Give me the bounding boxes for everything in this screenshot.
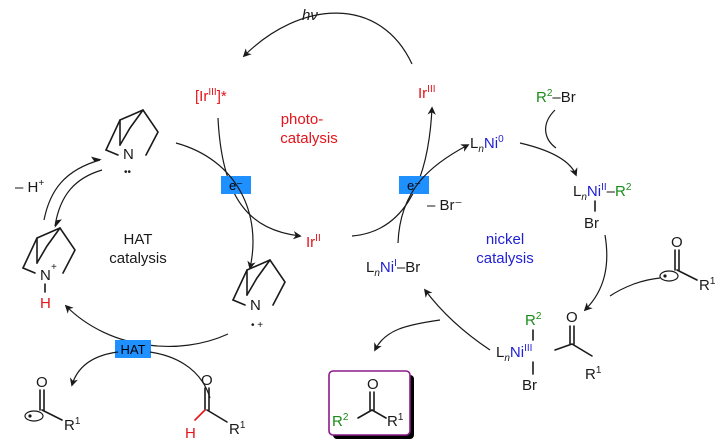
hat-label-2: catalysis xyxy=(109,250,167,267)
svg-text:••: •• xyxy=(124,167,132,178)
svg-text:O: O xyxy=(36,374,48,391)
svg-text:H: H xyxy=(40,295,51,312)
svg-text:N: N xyxy=(40,267,51,284)
ni3-br: Br xyxy=(522,377,537,394)
svg-text:N: N xyxy=(123,146,134,163)
alkyl-bromide: R2–Br xyxy=(536,88,576,106)
ni0-complex: LnNi0 xyxy=(470,134,504,155)
nickel-label-1: nickel xyxy=(486,231,524,248)
ketone-product: O R2 R1 xyxy=(332,376,404,430)
svg-text:O: O xyxy=(566,309,578,326)
acyl-radical-left: O R1 xyxy=(24,374,81,434)
svg-text:+: + xyxy=(51,262,57,273)
svg-text:O: O xyxy=(671,234,683,251)
svg-text:R1: R1 xyxy=(387,412,404,430)
svg-text:O: O xyxy=(201,372,213,389)
svg-text:N: N xyxy=(250,297,261,314)
ni1-complex: LnNiI–Br xyxy=(366,258,420,279)
svg-text:R1: R1 xyxy=(699,276,716,294)
electron-badge-right xyxy=(399,176,429,194)
electron-transfer-arrows: – Br⁻ xyxy=(175,142,470,270)
quinuclidine: N •• xyxy=(105,109,159,178)
photocatalysis-label-1: photo- xyxy=(281,111,324,128)
ir3: IrIII xyxy=(418,84,436,102)
svg-text:• +: • + xyxy=(251,320,263,331)
svg-text:H: H xyxy=(185,425,196,442)
quinuclidinium: N + H xyxy=(22,227,76,312)
quinuclidine-radical-cation: N • + xyxy=(232,259,286,331)
ni3-complex: LnNiIII xyxy=(496,343,532,364)
photocatalysis-cycle: [IrIII]* IrIII IrII photo- catalysis e⁻ … xyxy=(195,84,436,251)
svg-text:O: O xyxy=(367,376,379,393)
electron-badge-right-text: e⁻ xyxy=(407,178,421,193)
photocatalysis-label-2: catalysis xyxy=(280,130,338,147)
ni3-r2: R2 xyxy=(525,311,542,329)
bromide-loss: – Br⁻ xyxy=(427,197,462,214)
ir-excited: [IrIII]* xyxy=(195,87,227,105)
ni2-complex: LnNiII–R2 xyxy=(573,182,632,203)
hat-badge xyxy=(115,340,151,358)
svg-text:R1: R1 xyxy=(64,416,81,434)
hat-cycle: N •• N + H N • + HAT catalysis xyxy=(15,109,286,442)
acyl-radical-right: O R1 xyxy=(659,234,716,294)
light-arrow: hν xyxy=(242,7,413,65)
light-label: hν xyxy=(302,7,318,24)
svg-text:R1: R1 xyxy=(585,365,602,383)
svg-text:R2: R2 xyxy=(332,412,349,430)
proton-loss: – H+ xyxy=(15,178,44,196)
nickel-cycle: LnNi0 R2–Br LnNiII–R2 Br O R1 R2 xyxy=(366,88,716,394)
ni2-br: Br xyxy=(584,215,599,232)
hat-badge-text: HAT xyxy=(120,342,145,357)
ir2: IrII xyxy=(306,233,321,251)
nickel-label-2: catalysis xyxy=(476,250,534,267)
hat-label-1: HAT xyxy=(124,231,153,248)
electron-badge-left-text: e⁻ xyxy=(229,178,243,193)
aldehyde: O H R1 xyxy=(185,372,246,442)
product-box: O R2 R1 xyxy=(328,370,414,439)
svg-text:R1: R1 xyxy=(229,420,246,438)
